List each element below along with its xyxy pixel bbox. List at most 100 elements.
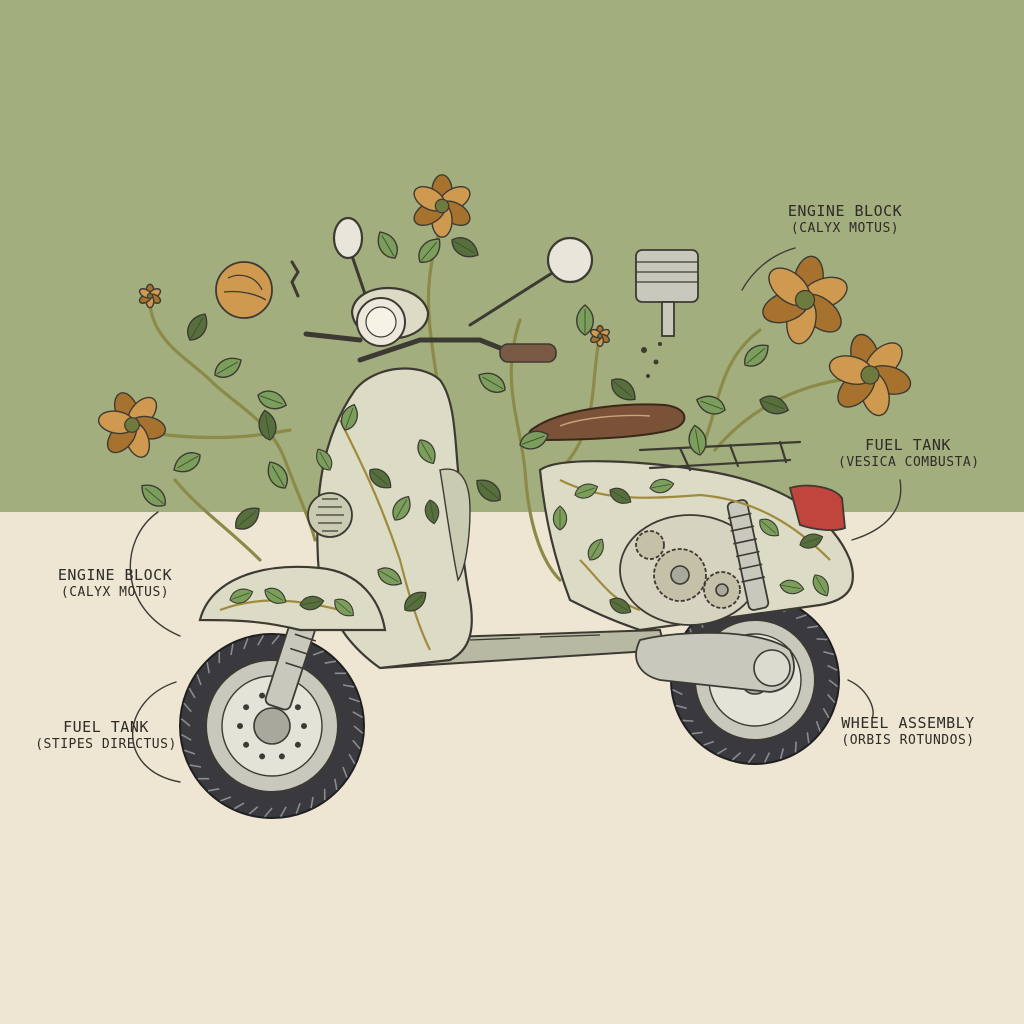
tread-mark: [352, 711, 363, 719]
brake-hole: [278, 753, 285, 760]
tread-mark: [806, 732, 810, 744]
tread-mark: [823, 650, 835, 656]
brake-hole: [259, 692, 266, 699]
tread-mark: [184, 749, 196, 755]
callout-engine-block-left: ENGINE BLOCK (CALYX MOTUS): [40, 566, 190, 601]
tread-mark: [747, 753, 756, 764]
callout-title: ENGINE BLOCK: [787, 202, 903, 220]
tread-mark: [675, 704, 687, 710]
flower-icon: [413, 174, 471, 238]
leader-line-engine-left: [129, 511, 181, 637]
leaf-icon: [187, 313, 208, 341]
leaf-icon: [418, 238, 441, 263]
callout-title: FUEL TANK: [63, 718, 149, 736]
callout-subtitle: (ORBIS ROTUNDOS): [841, 732, 975, 748]
tread-mark: [233, 802, 245, 810]
tread-mark: [310, 796, 314, 809]
tread-mark: [348, 697, 360, 703]
leaf-icon: [574, 483, 599, 499]
tread-mark: [828, 679, 839, 688]
tread-mark: [703, 740, 715, 746]
leaf-icon: [417, 439, 436, 465]
tread-mark: [807, 625, 819, 629]
leader-line-fuel-left: [131, 681, 181, 783]
tread-mark: [248, 806, 259, 815]
leaf-icon: [812, 574, 829, 597]
leaf-icon: [609, 487, 632, 504]
front-wheel: [179, 633, 365, 819]
tread-mark: [815, 720, 821, 732]
horn-grille: [307, 492, 353, 538]
callout-title: WHEEL ASSEMBLY: [841, 714, 975, 732]
brake-hole: [237, 723, 243, 729]
tail-light: [788, 484, 846, 532]
leaf-icon: [759, 518, 779, 537]
background-ground: [0, 512, 1024, 1024]
tread-mark: [183, 702, 192, 713]
tread-mark: [682, 719, 694, 722]
tread-mark: [342, 684, 355, 688]
leader-line-wheel: [847, 679, 874, 719]
leaf-icon: [424, 499, 440, 525]
tread-mark: [220, 796, 232, 802]
flower-icon: [828, 333, 912, 417]
tread-mark: [207, 788, 220, 792]
leaf-icon: [576, 304, 594, 336]
leaf-icon: [316, 448, 333, 471]
tread-mark: [243, 638, 249, 650]
tread-mark: [691, 731, 703, 735]
leader-line-engine-top: [741, 247, 796, 291]
tread-mark: [264, 807, 273, 818]
tread-mark: [295, 802, 301, 814]
leaf-icon: [299, 595, 325, 611]
leaf-icon: [744, 344, 769, 367]
leaf-icon: [451, 237, 479, 258]
callout-fuel-tank-right: FUEL TANK (VESICA COMBUSTA): [838, 436, 979, 471]
leaf-icon: [235, 507, 260, 530]
tread-mark: [188, 687, 196, 699]
tread-mark: [230, 643, 234, 656]
leaf-icon: [587, 538, 604, 561]
tread-mark: [257, 635, 265, 646]
floor-ribs: [469, 634, 601, 641]
leaf-icon: [267, 461, 288, 489]
leaf-icon: [611, 378, 636, 401]
callout-subtitle: (CALYX MOTUS): [60, 584, 170, 600]
leaf-icon: [264, 587, 287, 604]
leaf-icon: [519, 430, 550, 450]
tread-mark: [271, 634, 280, 645]
tread-mark: [716, 747, 728, 755]
tread-mark: [827, 664, 838, 672]
background-sky: [0, 0, 1024, 512]
brake-hole: [259, 753, 266, 760]
leaf-icon: [649, 478, 675, 494]
callout-engine-block-top: ENGINE BLOCK (CALYX MOTUS): [770, 202, 920, 237]
leaf-icon: [377, 231, 398, 259]
leaf-icon: [552, 505, 568, 531]
tread-mark: [181, 733, 192, 741]
swing-arm: [635, 631, 795, 693]
headlight-fragment: [215, 260, 300, 319]
tread-mark: [822, 707, 830, 719]
leaf-icon: [688, 424, 707, 456]
mirror-icon: [546, 236, 594, 284]
flower-icon: [762, 255, 848, 345]
brake-hole: [294, 704, 301, 711]
tread-mark: [312, 650, 324, 656]
leaves: [141, 231, 829, 617]
tread-mark: [279, 806, 287, 817]
tread-mark: [348, 753, 356, 765]
flowers: [97, 174, 912, 458]
leaf-icon: [695, 395, 726, 415]
leaf-icon: [258, 409, 277, 441]
tread-mark: [189, 764, 202, 768]
leaf-icon: [214, 357, 242, 378]
callout-subtitle: (STIPES DIRECTUS): [35, 736, 177, 752]
piston-icon: [635, 249, 699, 378]
leaf-icon: [369, 468, 392, 489]
flower-icon: [138, 283, 162, 309]
leaf-icon: [478, 372, 506, 393]
front-fender: [198, 565, 387, 632]
leaf-icon: [257, 390, 288, 410]
